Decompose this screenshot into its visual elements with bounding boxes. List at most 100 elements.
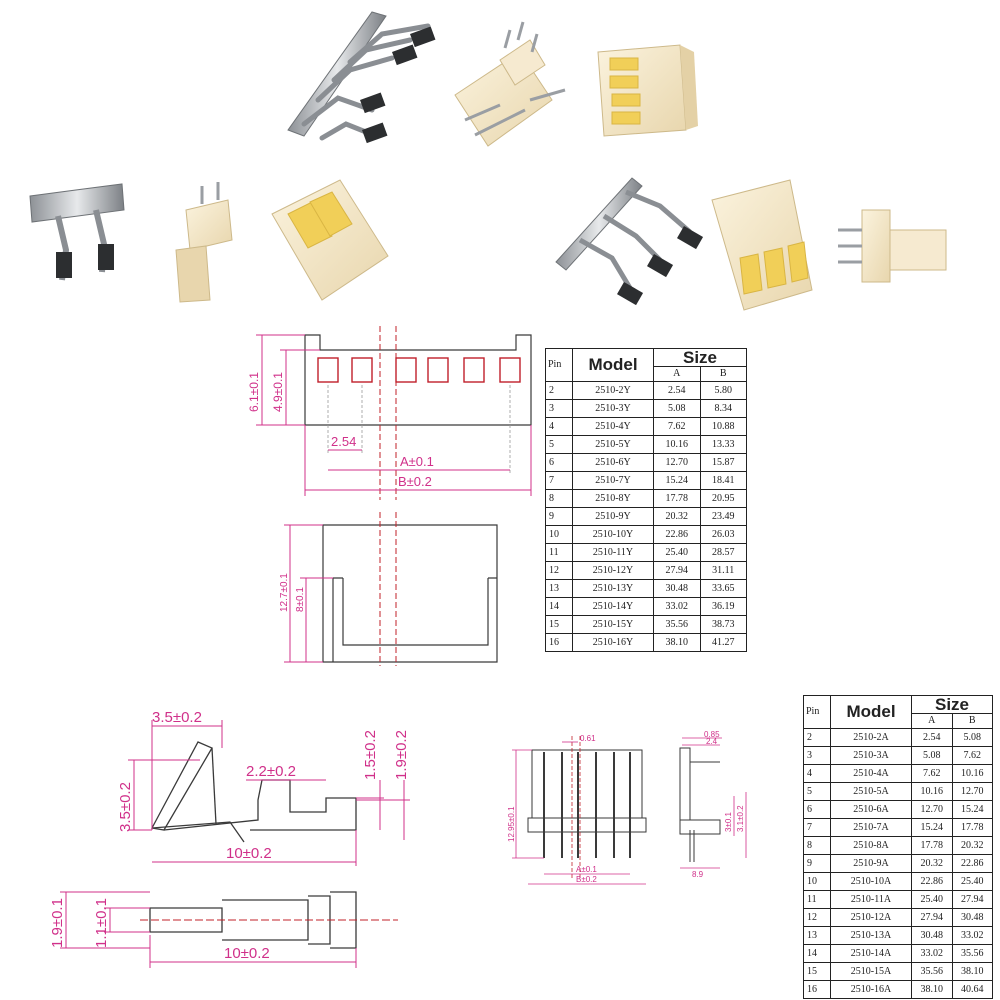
cell-pin: 16 (545, 633, 573, 652)
cell-model: 2510-10A (830, 872, 912, 891)
cell-b: 12.70 (951, 782, 993, 801)
cell-pin: 9 (545, 507, 573, 526)
cell-b: 5.80 (699, 381, 747, 400)
terminal-strip-4pin (287, 11, 436, 144)
dim-header-height: 12.95±0.1 (507, 806, 516, 842)
cell-a: 35.56 (911, 962, 953, 981)
cell-model: 2510-5A (830, 782, 912, 801)
dim-side-t2: 2.4 (706, 737, 718, 746)
cell-b: 10.88 (699, 417, 747, 436)
cell-model: 2510-16A (830, 980, 912, 999)
cell-model: 2510-12A (830, 908, 912, 927)
cell-b: 20.32 (951, 836, 993, 855)
cell-model: 2510-16Y (572, 633, 654, 652)
cell-a: 22.86 (653, 525, 701, 544)
cell-b: 26.03 (699, 525, 747, 544)
dim-pitch: 2.54 (331, 434, 356, 449)
cell-model: 2510-7A (830, 818, 912, 837)
table-y-a-header: A (653, 366, 701, 382)
cell-b: 36.19 (699, 597, 747, 616)
cell-pin: 12 (803, 908, 831, 927)
cell-pin: 14 (545, 597, 573, 616)
header-4pin (454, 21, 566, 147)
cell-b: 28.57 (699, 543, 747, 562)
cell-b: 35.56 (951, 944, 993, 963)
cell-b: 33.02 (951, 926, 993, 945)
table-a-pin-header: Pin (803, 695, 831, 729)
cell-model: 2510-7Y (572, 471, 654, 490)
cell-model: 2510-4A (830, 764, 912, 783)
cell-b: 23.49 (699, 507, 747, 526)
product-photos (29, 11, 947, 311)
cell-model: 2510-5Y (572, 435, 654, 454)
cell-a: 17.78 (653, 489, 701, 508)
cell-model: 2510-2Y (572, 381, 654, 400)
dim-loop-width: 3.5±0.2 (152, 709, 202, 726)
dim-top-length: 10±0.2 (224, 945, 270, 962)
cell-model: 2510-8Y (572, 489, 654, 508)
table-a-size-header: Size (911, 695, 993, 714)
dim-a: A±0.1 (400, 454, 434, 469)
cell-pin: 13 (803, 926, 831, 945)
dim-side-h2: 3±0.1 (724, 811, 733, 832)
dim-loop-height: 3.5±0.2 (117, 782, 134, 832)
cell-a: 5.08 (911, 746, 953, 765)
cell-b: 7.62 (951, 746, 993, 765)
cell-b: 15.24 (951, 800, 993, 819)
terminal-strip-3pin (555, 177, 704, 306)
dim-height-inner: 4.9±0.1 (271, 372, 285, 412)
cell-a: 25.40 (911, 890, 953, 909)
cell-b: 27.94 (951, 890, 993, 909)
cell-a: 20.32 (653, 507, 701, 526)
cell-pin: 8 (803, 836, 831, 855)
cell-b: 38.73 (699, 615, 747, 634)
cell-pin: 2 (803, 728, 831, 747)
cell-pin: 5 (545, 435, 573, 454)
table-y-size-header: Size (653, 348, 747, 367)
cell-pin: 3 (803, 746, 831, 765)
cell-model: 2510-9Y (572, 507, 654, 526)
cell-model: 2510-15A (830, 962, 912, 981)
housing-3pin (711, 179, 813, 311)
cell-pin: 3 (545, 399, 573, 418)
cell-b: 5.08 (951, 728, 993, 747)
header-front-drawing: 0.61 12.95±0.1 A±0.1 B±0.2 (507, 734, 647, 885)
cell-pin: 11 (803, 890, 831, 909)
cell-b: 33.65 (699, 579, 747, 598)
cell-model: 2510-3A (830, 746, 912, 765)
cell-b: 30.48 (951, 908, 993, 927)
cell-a: 2.54 (911, 728, 953, 747)
dim-header-a: A±0.1 (576, 865, 597, 874)
cell-a: 2.54 (653, 381, 701, 400)
table-y-b-header: B (699, 366, 747, 382)
dim-header-pitch-small: 0.61 (580, 734, 596, 743)
cell-pin: 16 (803, 980, 831, 999)
cell-a: 25.40 (653, 543, 701, 562)
dim-side-height: 12.7±0.1 (279, 573, 290, 612)
cell-a: 38.10 (911, 980, 953, 999)
dim-side-t1: 0.85 (704, 730, 720, 739)
cell-pin: 4 (545, 417, 573, 436)
cell-a: 12.70 (911, 800, 953, 819)
cell-model: 2510-4Y (572, 417, 654, 436)
cell-model: 2510-11A (830, 890, 912, 909)
dim-crimp-width: 2.2±0.2 (246, 763, 296, 780)
cell-a: 33.02 (911, 944, 953, 963)
